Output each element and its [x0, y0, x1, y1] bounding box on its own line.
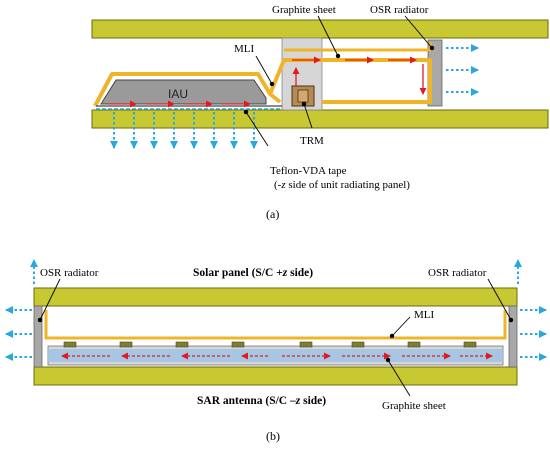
mli-label: MLI: [234, 43, 255, 55]
antenna-module: [119, 341, 133, 348]
leader-trm: [301, 101, 313, 129]
panel-a: IAU: [91, 4, 549, 221]
caption-b: (b): [266, 429, 280, 443]
solar-suffix: side): [287, 267, 313, 279]
leader-graphite-b: [385, 357, 411, 397]
teflon-note-prefix: (-: [274, 179, 282, 191]
sar-prefix: SAR antenna (S/C –: [197, 395, 296, 407]
radiation-arrows-up-b: [30, 259, 522, 284]
osr-radiator-left-label: OSR radiator: [40, 267, 99, 279]
osr-radiator-left: [33, 305, 43, 368]
graphite-sheet-label: Graphite sheet: [272, 4, 336, 16]
leader-osr-left: [37, 278, 61, 323]
antenna-module: [407, 341, 421, 348]
teflon-note-axis: z: [280, 179, 286, 191]
sar-antenna-structure: [33, 366, 518, 386]
solar-panel-structure: [33, 287, 518, 307]
antenna-module: [63, 341, 77, 348]
top-structure-panel: [91, 19, 549, 39]
heat-flow-arrows-a: [108, 56, 427, 108]
leader-osr: [404, 15, 435, 51]
caption-a: (a): [266, 207, 279, 221]
osr-radiator-right-label: OSR radiator: [428, 267, 487, 279]
radiation-arrows-right-a: [446, 44, 479, 96]
antenna-module: [175, 341, 189, 348]
solar-panel-label: Solar panel (S/C +z side): [193, 267, 313, 279]
mli-label-b: MLI: [414, 309, 435, 321]
bottom-structure-panel: [91, 109, 549, 129]
mli-iau-envelope: [93, 72, 282, 107]
antenna-module: [351, 341, 365, 348]
trm-detail: [297, 89, 309, 103]
leader-teflon: [243, 109, 269, 147]
trm-label: TRM: [300, 135, 324, 147]
graphite-sheet-label-b: Graphite sheet: [382, 400, 446, 412]
solar-axis: z: [282, 267, 288, 279]
antenna-module: [463, 341, 477, 348]
radiation-arrows-right-b: [520, 306, 547, 361]
radiation-arrows-down-a: [110, 112, 258, 149]
teflon-note: (-z side of unit radiating panel): [274, 179, 410, 191]
leader-osr-right: [487, 278, 514, 323]
teflon-tape-label: Teflon-VDA tape: [270, 165, 347, 177]
antenna-modules: [63, 341, 477, 348]
leader-graphite: [317, 15, 341, 59]
osr-radiator-right: [508, 305, 518, 368]
radiation-arrows-left-b: [5, 306, 32, 361]
osr-radiator-label: OSR radiator: [370, 4, 429, 16]
mli-main-loop: [268, 58, 432, 104]
sar-antenna-label: SAR antenna (S/C –z side): [197, 395, 326, 407]
sar-suffix: side): [300, 395, 326, 407]
panel-b: OSR radiator OSR radiator Solar panel (S…: [5, 259, 547, 443]
leader-lines-b: [37, 278, 514, 397]
iau-label: IAU: [168, 87, 188, 101]
leader-mli-b: [389, 316, 411, 339]
sar-axis: z: [295, 395, 301, 407]
teflon-note-suffix: side of unit radiating panel): [286, 179, 411, 191]
antenna-module: [299, 341, 313, 348]
leader-mli: [255, 55, 275, 87]
antenna-module: [231, 341, 245, 348]
mli-loop-b: [44, 318, 507, 340]
leader-lines-a: [243, 15, 435, 147]
solar-prefix: Solar panel (S/C +: [193, 267, 283, 279]
